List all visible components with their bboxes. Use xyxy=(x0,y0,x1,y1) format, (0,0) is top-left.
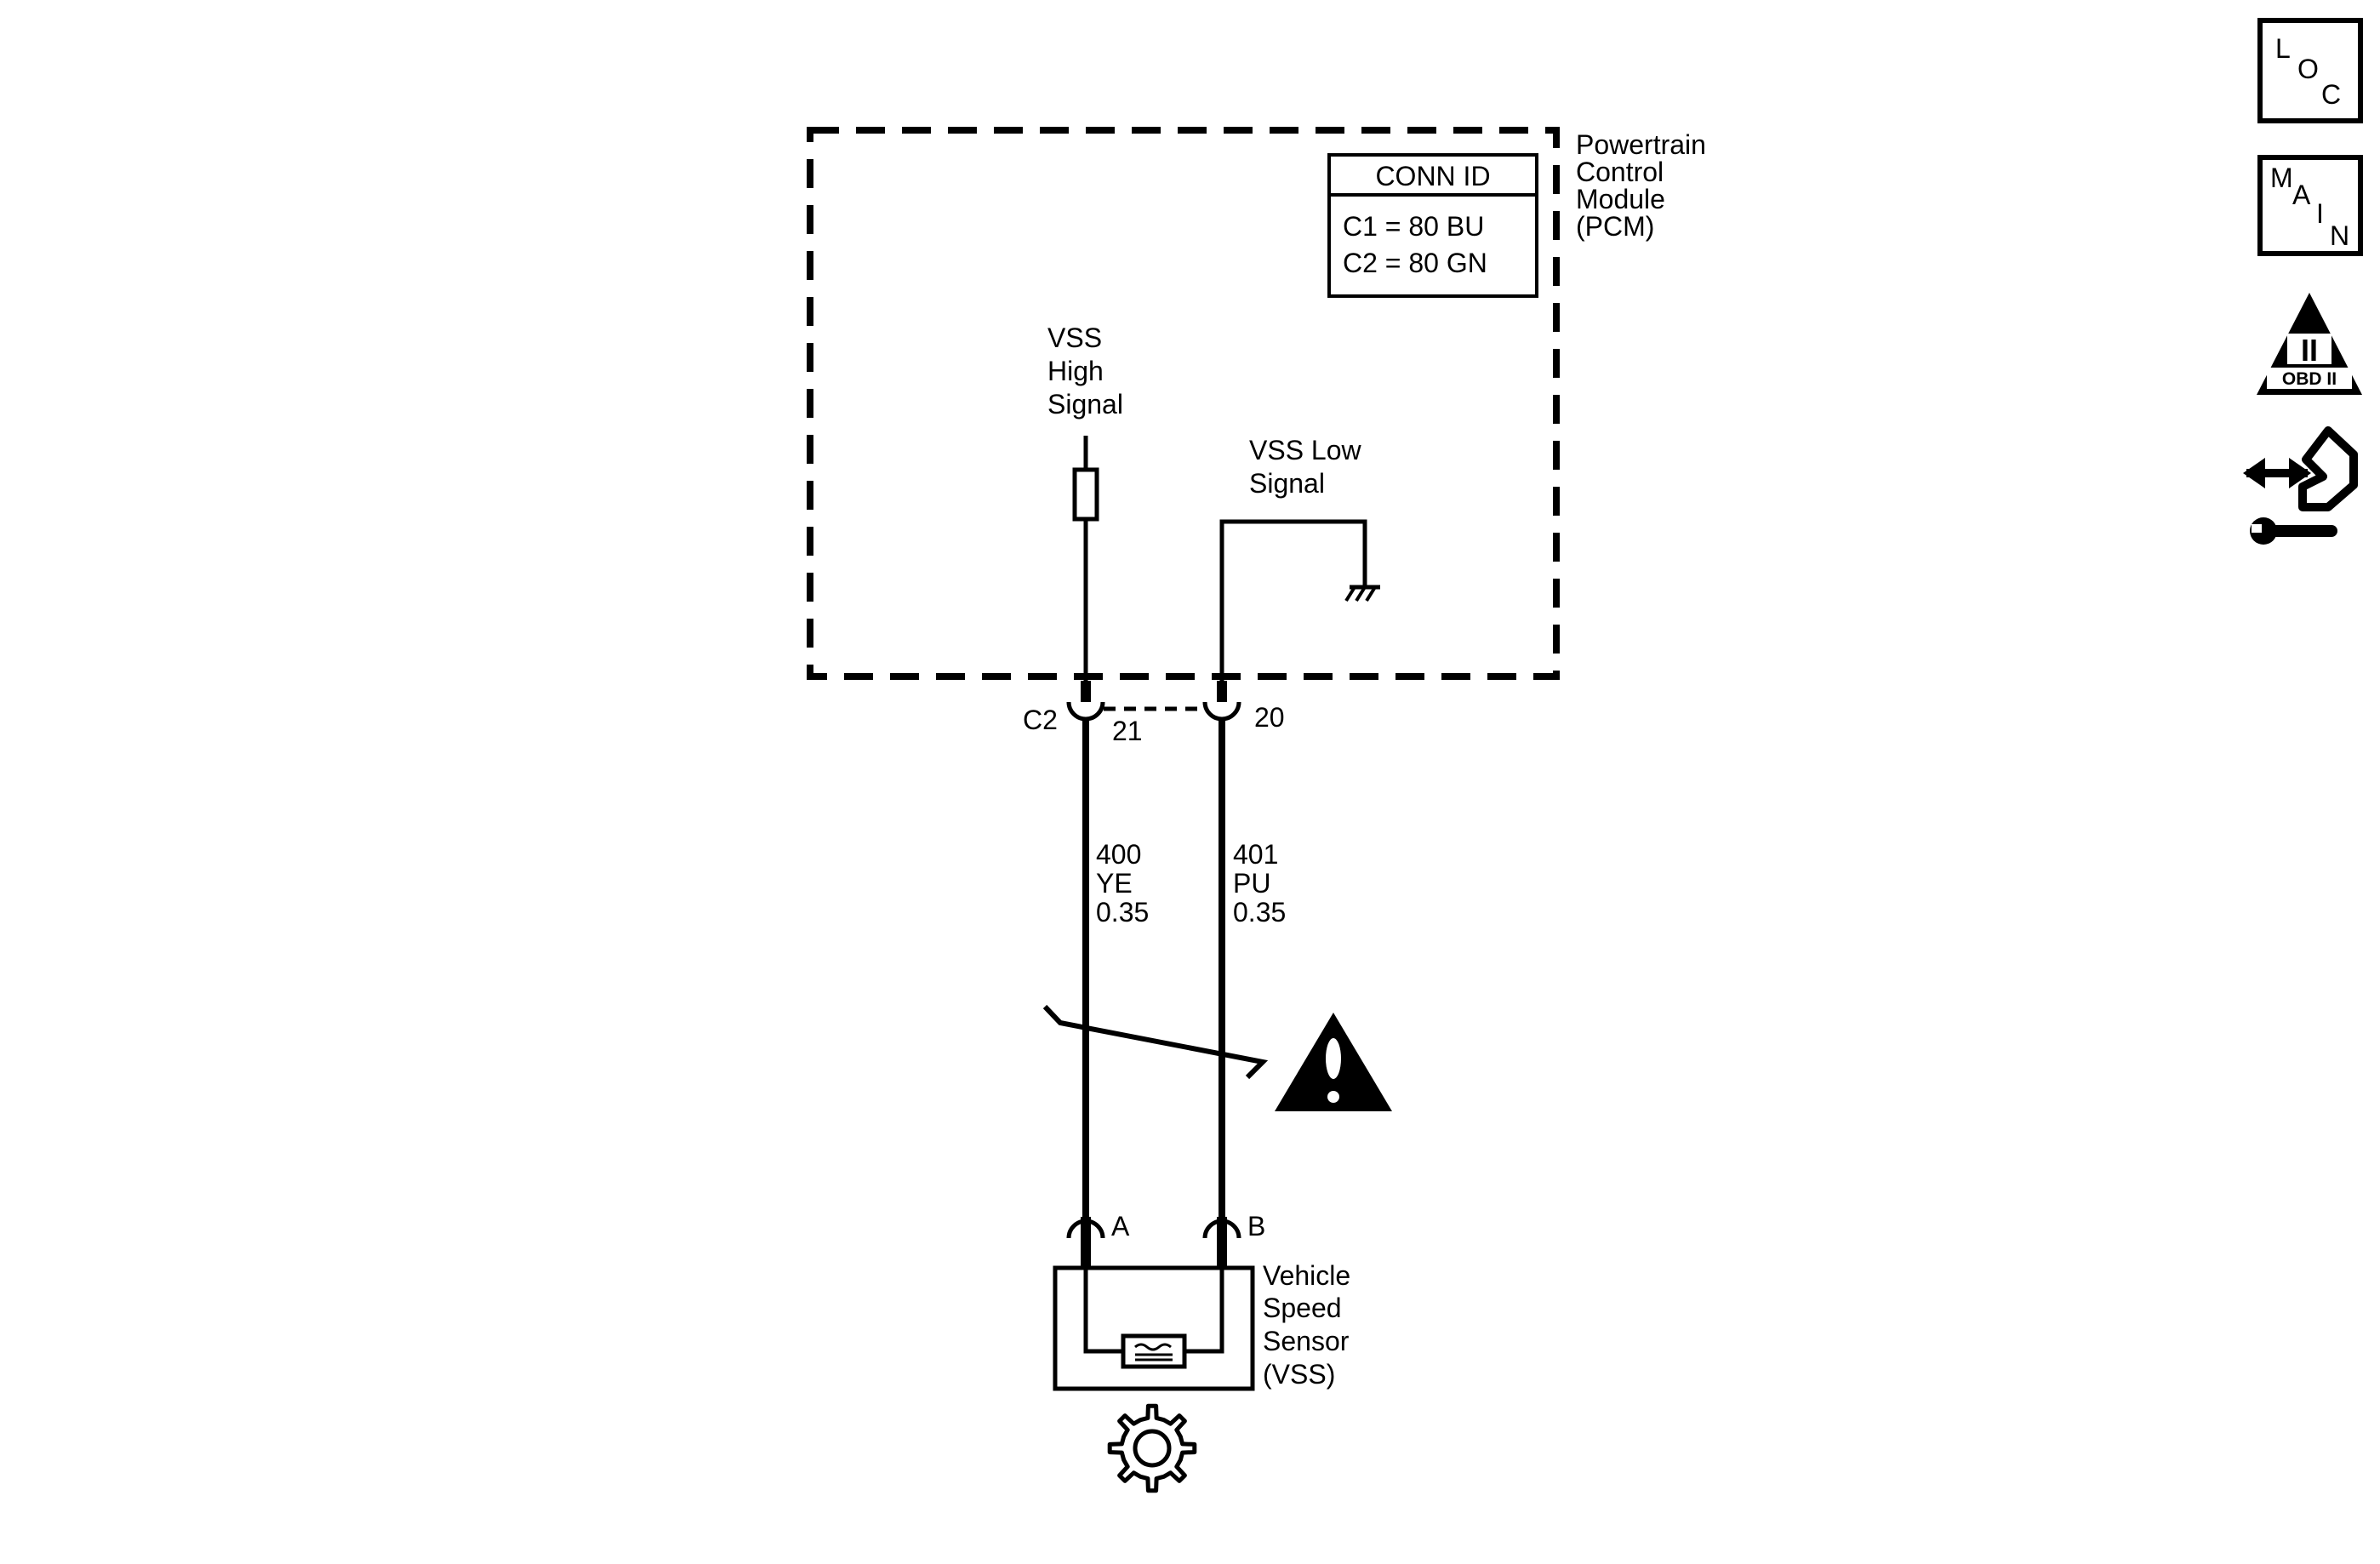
pcm-module: Powertrain Control Module (PCM) CONN ID … xyxy=(807,127,1714,681)
wire-400: 400 YE 0.35 xyxy=(1082,719,1149,1217)
sensor-connector: A B xyxy=(1066,1211,1265,1268)
conn-id-row: C2 = 80 GN xyxy=(1343,248,1487,278)
main-icon: M A I N xyxy=(2270,163,2349,251)
resistor-symbol xyxy=(1072,467,1099,522)
vss-high-signal-label: VSS High Signal xyxy=(1047,323,1123,420)
loc-icon: L O C xyxy=(2275,33,2341,110)
svg-text:II: II xyxy=(2301,333,2318,368)
twisted-pair-marker xyxy=(1042,1004,1269,1080)
warning-triangle-icon xyxy=(1275,1013,1392,1111)
pin-number: 20 xyxy=(1254,702,1285,733)
ground-icon xyxy=(1344,585,1380,602)
conn-id-box: CONN ID C1 = 80 BU C2 = 80 GN xyxy=(1327,153,1538,298)
connector-end-view-button[interactable] xyxy=(2243,426,2358,545)
obd-ii-button[interactable]: II OBD II xyxy=(2257,293,2362,395)
wire-label: 400 YE 0.35 xyxy=(1096,839,1149,928)
connector-c2: C2 21 20 xyxy=(1023,681,1285,746)
pin-label: B xyxy=(1247,1211,1265,1241)
sensor-coil-symbol xyxy=(1121,1333,1187,1369)
sensor-housing xyxy=(1053,1265,1255,1391)
conn-id-row: C1 = 80 BU xyxy=(1343,211,1484,242)
sensor-label: Vehicle Speed Sensor (VSS) xyxy=(1263,1260,1358,1390)
main-button[interactable]: M A I N xyxy=(2257,155,2363,256)
gear-icon xyxy=(1107,1403,1197,1493)
connector-name: C2 xyxy=(1023,705,1058,735)
wire-401: 401 PU 0.35 xyxy=(1219,719,1286,1217)
vehicle-speed-sensor: Vehicle Speed Sensor (VSS) xyxy=(1053,1260,1358,1391)
pcm-label: Powertrain Control Module (PCM) xyxy=(1576,129,1714,242)
conn-id-title: CONN ID xyxy=(1375,161,1490,191)
pcm-boundary xyxy=(807,127,1560,680)
svg-text:OBD II: OBD II xyxy=(2282,369,2337,389)
loc-button[interactable]: L O C xyxy=(2257,18,2363,123)
pin-label: A xyxy=(1111,1211,1130,1241)
obd-ii-icon: II OBD II xyxy=(2257,293,2362,395)
pin-number: 21 xyxy=(1112,716,1143,746)
vss-low-signal-label: VSS Low Signal xyxy=(1249,435,1369,499)
wire-label: 401 PU 0.35 xyxy=(1233,839,1286,928)
connector-end-view-icon xyxy=(2243,426,2358,545)
